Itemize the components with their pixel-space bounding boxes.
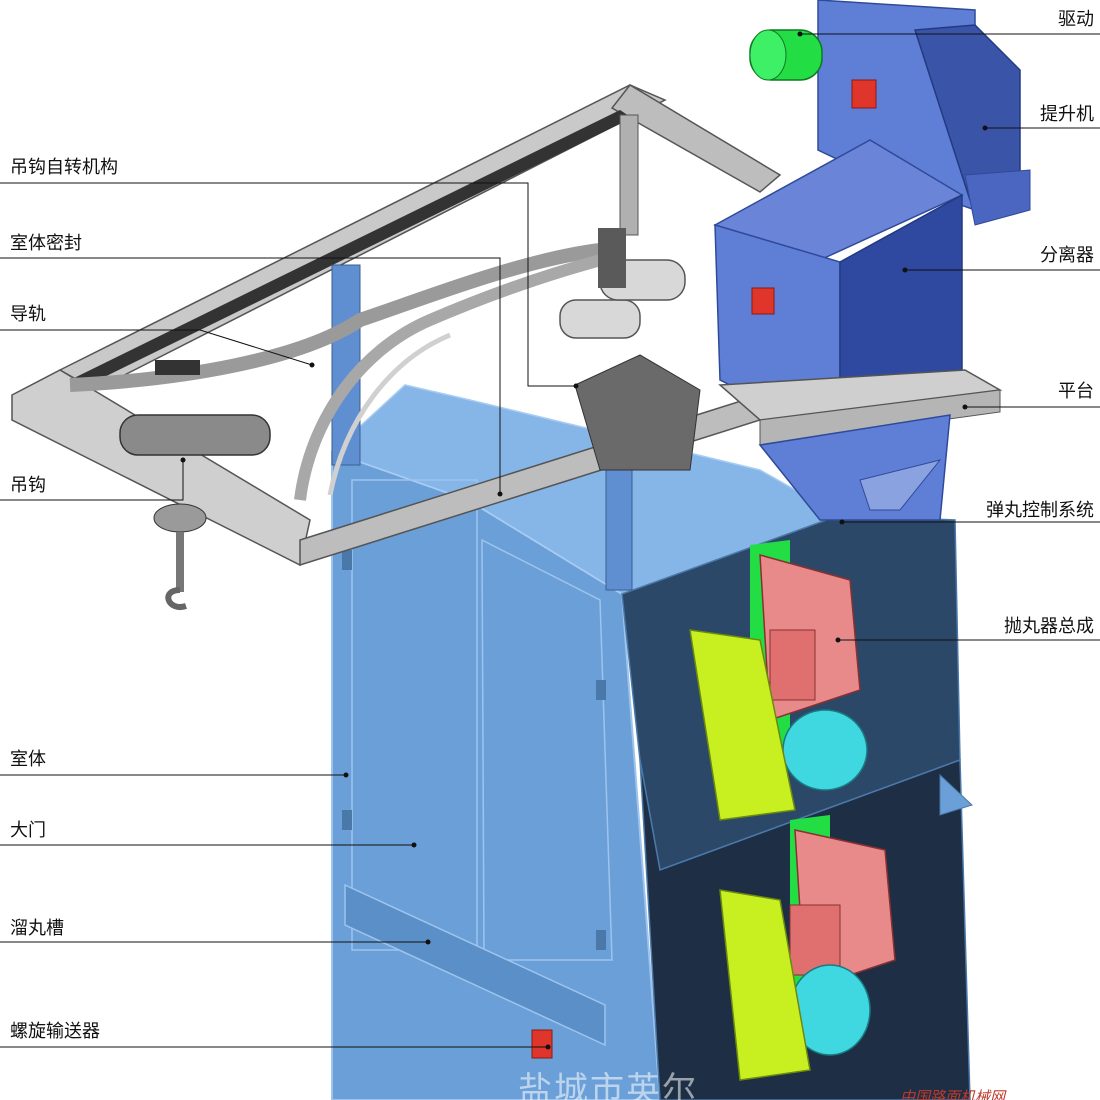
screw-conveyor-box: [531, 1029, 553, 1059]
leader-line-guide-rail: [0, 329, 313, 366]
support-column: [331, 264, 361, 466]
hook-assembly: [119, 360, 271, 610]
door-hinge: [596, 930, 606, 950]
separator-red-box: [751, 287, 775, 315]
label-blast-assembly: 抛丸器总成: [1004, 616, 1094, 637]
frame-left-beam: [11, 369, 311, 567]
label-chamber-seal: 室体密封: [10, 233, 82, 254]
drive-motor: [749, 29, 823, 81]
leader-line-hook: [0, 460, 184, 501]
door-hinge: [342, 550, 352, 570]
shot-chute: [344, 883, 606, 1047]
label-chamber: 室体: [10, 749, 46, 770]
leader-line-seal: [0, 257, 501, 494]
frame-right-beam: [610, 84, 782, 193]
elevator-head: [913, 24, 1021, 201]
blast-wheel-lower: [719, 815, 896, 1081]
hook-rotation-motor: [559, 228, 686, 339]
label-elevator: 提升机: [1040, 104, 1094, 125]
label-drive: 驱动: [1058, 9, 1094, 30]
hopper-funnel: [859, 459, 942, 511]
label-shot-chute: 溜丸槽: [10, 918, 64, 939]
leader-lines: [0, 33, 1100, 1048]
watermark-company: 盐城市英尔: [518, 1070, 698, 1100]
label-hook-rotation: 吊钩自转机构: [10, 157, 118, 178]
guide-rail-curve: [327, 332, 451, 496]
elevator-pipe: [964, 169, 1031, 226]
platform-front: [759, 389, 1001, 446]
label-door: 大门: [10, 820, 46, 841]
frame-inner-rail: [70, 110, 632, 388]
label-shot-control: 弹丸控制系统: [986, 500, 1094, 521]
door-right-panel: [481, 538, 613, 961]
door-hinge: [342, 810, 352, 830]
label-guide-rail: 导轨: [10, 304, 46, 325]
watermark-site: 中国路面机械网: [900, 1088, 1006, 1100]
guide-rail-curve: [69, 243, 601, 392]
label-hook: 吊钩: [10, 475, 46, 496]
label-separator: 分离器: [1040, 245, 1094, 266]
frame-post: [619, 114, 639, 236]
side-bracket: [939, 773, 973, 816]
elevator-red-box: [851, 79, 877, 109]
leader-dots: [180, 31, 988, 1050]
blast-wheel-upper: [689, 540, 868, 821]
trolley-carriage: [574, 354, 701, 471]
guide-rail-curve: [294, 249, 622, 501]
leader-line-hook-rotation: [0, 182, 576, 387]
label-screw-conveyor: 螺旋输送器: [10, 1021, 100, 1042]
label-platform: 平台: [1058, 381, 1094, 402]
door-hinge: [596, 680, 606, 700]
